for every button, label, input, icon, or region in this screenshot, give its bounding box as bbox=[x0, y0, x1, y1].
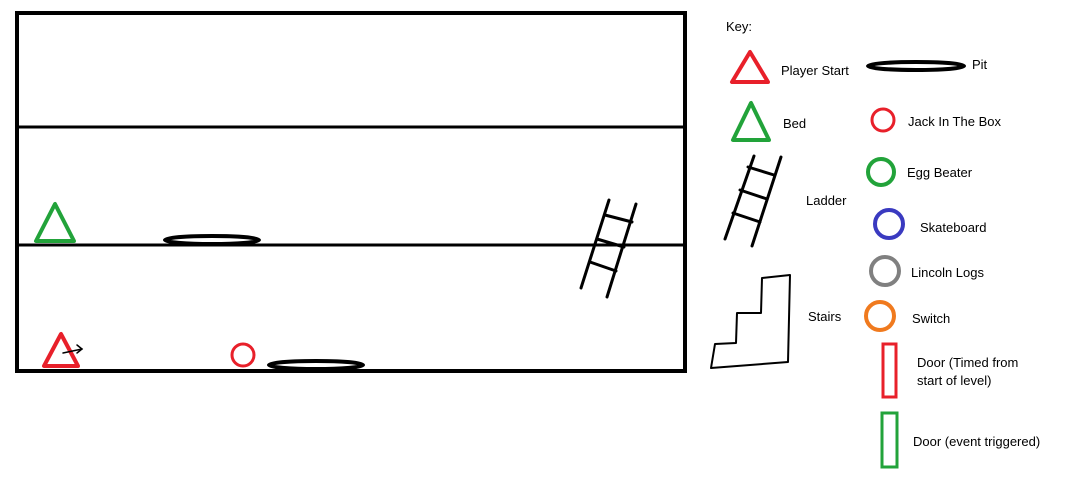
legend-door-timed-label-line1: Door (Timed from bbox=[917, 355, 1018, 370]
level-outline bbox=[15, 11, 687, 373]
ladder-marker-map bbox=[579, 198, 638, 299]
legend-stairs-label: Stairs bbox=[808, 309, 842, 324]
legend-egg-beater-icon bbox=[866, 157, 896, 187]
legend-jack-in-the-box-icon bbox=[870, 107, 896, 133]
legend-ladder-icon bbox=[723, 154, 783, 248]
legend-ladder-label: Ladder bbox=[806, 193, 847, 208]
legend-skateboard-label: Skateboard bbox=[920, 220, 987, 235]
legend-player-start-label: Player Start bbox=[781, 63, 849, 78]
key-title: Key: bbox=[726, 19, 752, 34]
jack-in-the-box-marker bbox=[230, 342, 256, 368]
legend-door-event-label: Door (event triggered) bbox=[913, 434, 1040, 449]
legend-lincoln-logs-label: Lincoln Logs bbox=[911, 265, 984, 280]
legend-door-event-icon bbox=[880, 411, 899, 469]
legend-player-start-icon bbox=[730, 50, 770, 84]
arrow-icon bbox=[62, 344, 84, 354]
legend-lincoln-logs-icon bbox=[869, 255, 901, 287]
pit-marker-bottom bbox=[267, 359, 365, 371]
legend-switch-icon bbox=[864, 300, 896, 332]
legend-pit-icon bbox=[866, 60, 966, 72]
legend-door-timed-label-line2: start of level) bbox=[917, 373, 991, 388]
bed-marker bbox=[34, 202, 76, 243]
pit-marker-middle bbox=[163, 234, 261, 246]
legend-switch-label: Switch bbox=[912, 311, 950, 326]
legend-jack-in-the-box-label: Jack In The Box bbox=[908, 114, 1001, 129]
legend: Key: Player Start Pit Bed Jack In The Bo… bbox=[710, 19, 1040, 469]
legend-egg-beater-label: Egg Beater bbox=[907, 165, 973, 180]
legend-pit-label: Pit bbox=[972, 57, 988, 72]
level-map bbox=[15, 11, 687, 373]
player-start-marker bbox=[42, 332, 80, 368]
legend-skateboard-icon bbox=[873, 208, 905, 240]
legend-bed-label: Bed bbox=[783, 116, 806, 131]
legend-bed-icon bbox=[731, 101, 771, 142]
legend-stairs-icon bbox=[710, 274, 791, 369]
legend-door-timed-icon bbox=[881, 342, 898, 399]
